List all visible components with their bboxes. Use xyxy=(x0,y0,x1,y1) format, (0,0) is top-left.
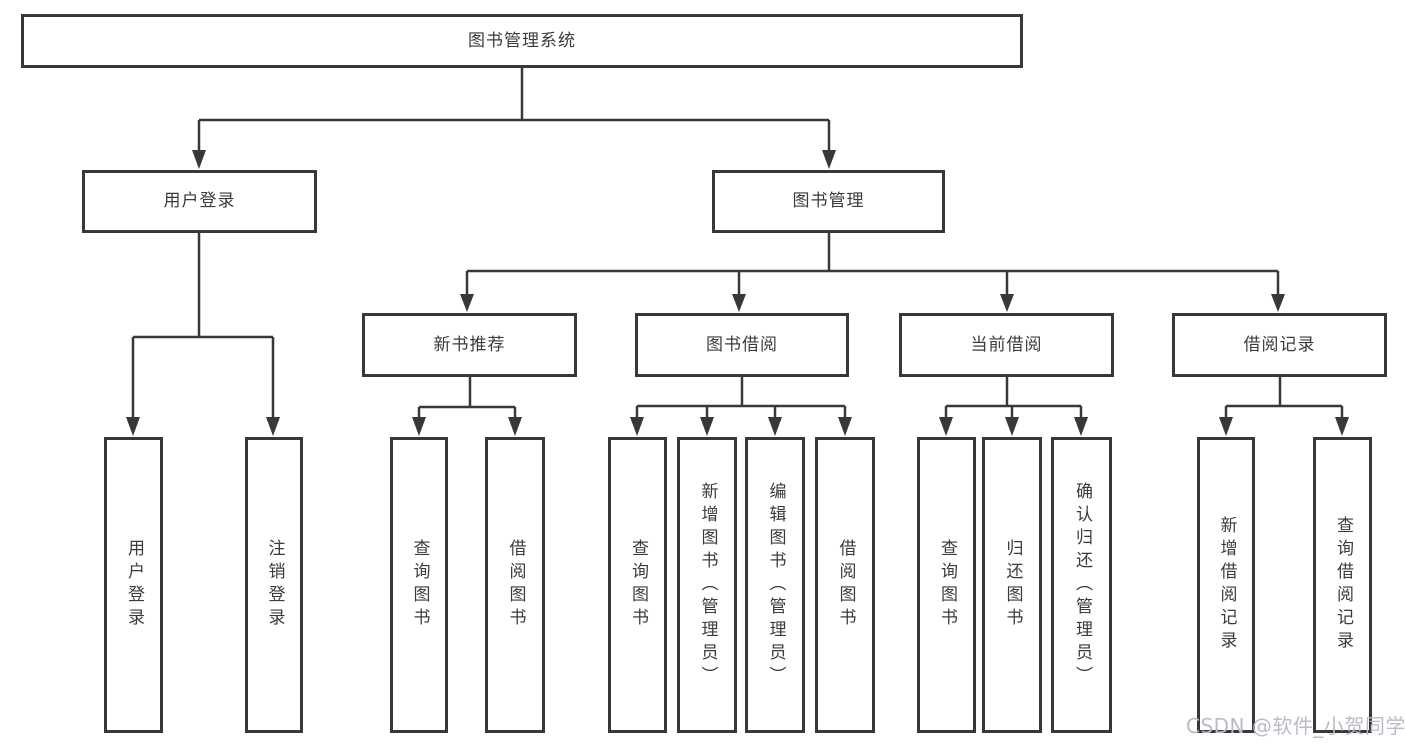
connector-recommend-to-leaves xyxy=(412,377,522,436)
csdn-watermark: CSDN @软件_小贺同学 xyxy=(1186,714,1405,738)
leaf-current-query-books: 查询图书 xyxy=(917,437,976,733)
leaf-current-return-books: 归还图书 xyxy=(982,437,1042,733)
connector-current-to-leaves xyxy=(939,377,1088,436)
connector-login-to-leaves xyxy=(126,233,280,436)
leaf-recommend-query-books: 查询图书 xyxy=(390,437,448,733)
leaf-borrow-borrow-books: 借阅图书 xyxy=(815,437,875,733)
leaf-borrow-edit-books-admin: 编辑图书（管理员） xyxy=(745,437,805,733)
leaf-records-query-record: 查询借阅记录 xyxy=(1313,437,1372,733)
node-borrow-records: 借阅记录 xyxy=(1172,313,1387,377)
leaf-current-confirm-return-admin: 确认归还（管理员） xyxy=(1051,437,1112,733)
leaf-records-add-record: 新增借阅记录 xyxy=(1197,437,1255,733)
leaf-recommend-borrow-books: 借阅图书 xyxy=(485,437,545,733)
connector-borrow-to-leaves xyxy=(630,377,852,436)
connector-root-to-level1 xyxy=(192,68,836,169)
node-book-management: 图书管理 xyxy=(712,170,945,233)
node-user-login: 用户登录 xyxy=(82,170,317,233)
leaf-borrow-add-books-admin: 新增图书（管理员） xyxy=(677,437,737,733)
connector-records-to-leaves xyxy=(1219,377,1349,436)
node-new-book-recommend: 新书推荐 xyxy=(362,313,577,377)
connector-mgmt-to-level2 xyxy=(460,233,1285,312)
node-current-borrow: 当前借阅 xyxy=(899,313,1114,377)
node-library-management-system: 图书管理系统 xyxy=(21,14,1023,68)
leaf-user-login: 用户登录 xyxy=(104,437,163,733)
node-book-borrow: 图书借阅 xyxy=(635,313,849,377)
leaf-logout: 注销登录 xyxy=(245,437,303,733)
leaf-borrow-query-books: 查询图书 xyxy=(608,437,667,733)
